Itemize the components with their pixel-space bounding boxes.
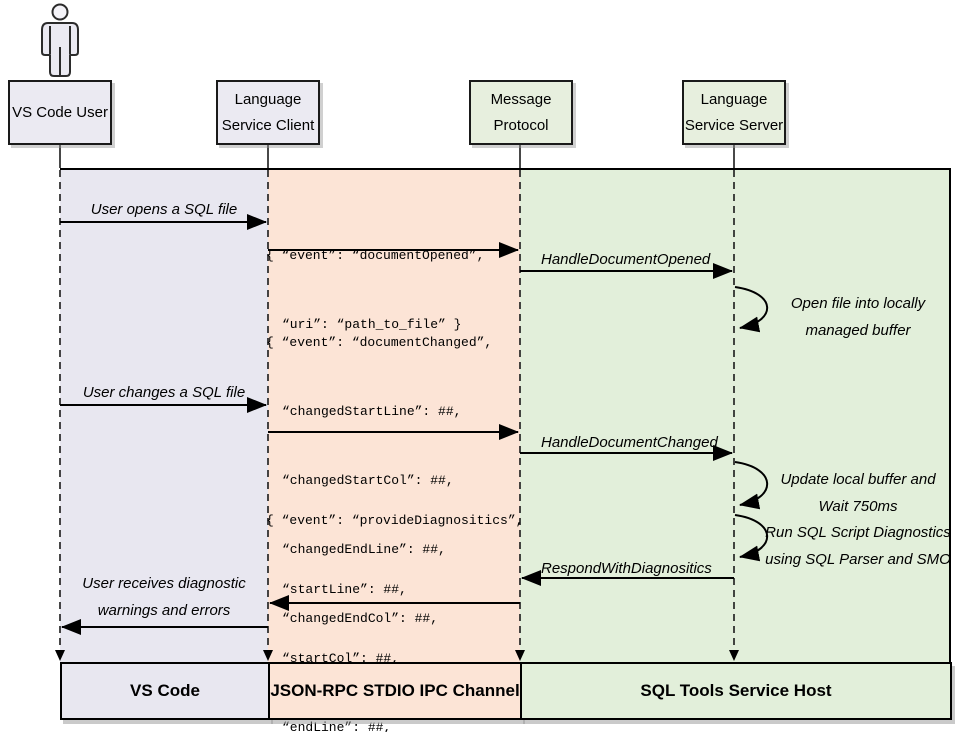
message-label-user-receives: User receives diagnostic warnings and er… — [60, 570, 268, 624]
lane-ipc-channel — [268, 170, 520, 662]
node-vscode-user: VS Code User — [8, 80, 112, 145]
payload-line: “startLine”: ##, — [282, 582, 407, 597]
label-line: User receives diagnostic — [82, 575, 246, 592]
message-label-handle-document-changed: HandleDocumentChanged — [541, 434, 718, 451]
footer-label: VS Code — [130, 681, 200, 700]
note-line: using SQL Parser and SMO — [765, 551, 951, 568]
message-label-user-changes: User changes a SQL file — [82, 384, 246, 401]
payload-line: “endLine”: ##, — [282, 720, 392, 732]
lane-service-host — [520, 170, 949, 662]
payload-line: “uri”: “path_to_file” } — [282, 317, 462, 332]
message-label-respond-with-diagnostics: RespondWithDiagnositics — [541, 560, 712, 577]
node-language-service-client: Language Service Client — [216, 80, 320, 145]
footer-box-vscode: VS Code — [60, 662, 270, 720]
payload-document-opened: { “event”: “documentOpened”, “uri”: “pat… — [266, 198, 484, 382]
node-label: Language — [234, 91, 302, 108]
payload-line: { “event”: “documentChanged”, — [266, 335, 493, 350]
footer-label: SQL Tools Service Host — [640, 681, 832, 700]
node-message-protocol: Message Protocol — [469, 80, 573, 145]
user-person-icon — [41, 3, 79, 77]
note-line: Wait 750ms — [818, 498, 898, 515]
note-line: Run SQL Script Diagnostics — [765, 524, 951, 541]
message-label-handle-document-opened: HandleDocumentOpened — [541, 251, 711, 268]
note-line: Open file into locally — [790, 295, 926, 312]
payload-line: { “event”: “documentOpened”, — [266, 248, 485, 263]
node-label: VS Code User — [12, 104, 108, 121]
node-label: Language — [700, 91, 768, 108]
node-label: Service Server — [684, 117, 784, 134]
footer-box-service-host: SQL Tools Service Host — [520, 662, 952, 720]
note-run-diagnostics: Run SQL Script Diagnostics using SQL Par… — [760, 519, 956, 573]
payload-line: “changedStartCol”: ##, — [282, 473, 454, 488]
lane-vscode — [60, 170, 268, 662]
message-label-user-opens: User opens a SQL file — [90, 201, 238, 218]
label-line: warnings and errors — [97, 602, 231, 619]
node-label: Protocol — [493, 117, 549, 134]
payload-line: “changedEndLine”: ##, — [282, 542, 446, 557]
node-language-service-server: Language Service Server — [682, 80, 786, 145]
footer-box-ipc-channel: JSON-RPC STDIO IPC Channel — [268, 662, 522, 720]
note-line: Update local buffer and — [780, 471, 936, 488]
node-label: Message — [490, 91, 552, 108]
payload-line: { “event”: “provideDiagnositics”, — [266, 513, 524, 528]
node-label: Service Client — [221, 117, 315, 134]
footer-label: JSON-RPC STDIO IPC Channel — [270, 681, 520, 700]
payload-line: “changedEndCol”: ##, — [282, 611, 439, 626]
payload-line: “changedStartLine”: ##, — [282, 404, 462, 419]
note-line: managed buffer — [805, 322, 911, 339]
note-update-buffer: Update local buffer and Wait 750ms — [760, 466, 956, 520]
note-open-file: Open file into locally managed buffer — [760, 290, 956, 344]
